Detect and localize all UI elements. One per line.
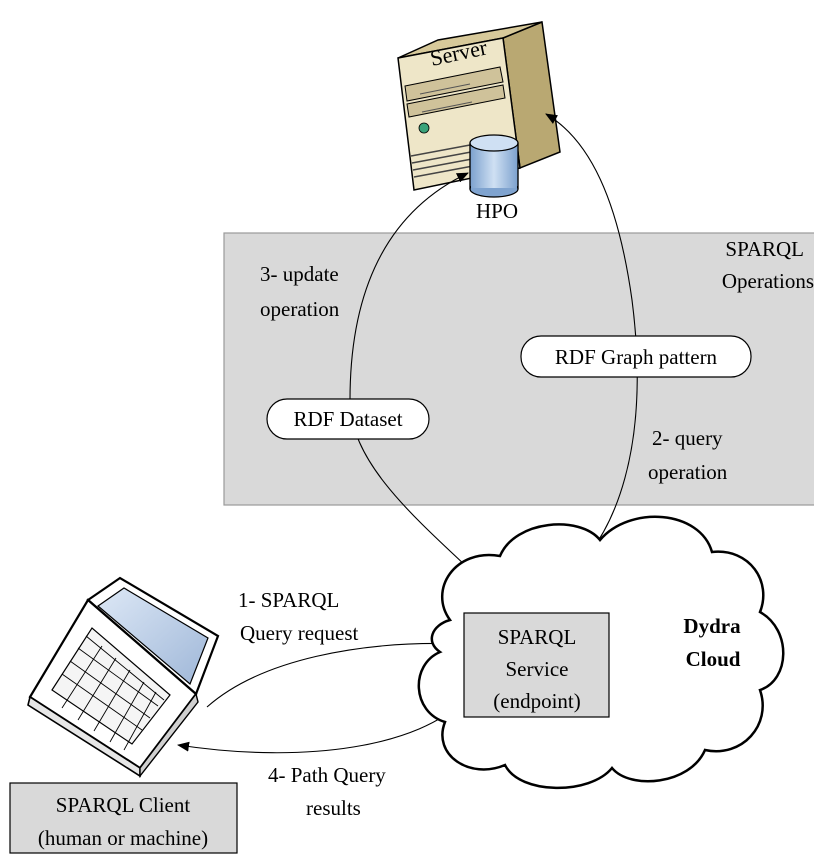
update-step-line2: operation — [260, 297, 340, 321]
results-step-line2: results — [306, 796, 361, 820]
query-step-line1: 2- query — [652, 426, 723, 450]
request-step-line2: Query request — [240, 621, 359, 645]
sparql-client-box: SPARQL Client (human or machine) — [9, 782, 238, 854]
request-step-line1: 1- SPARQL — [238, 588, 339, 612]
cloud-label-line1: Dydra — [683, 614, 741, 638]
panel-title-line2: Operations — [722, 269, 814, 293]
database-icon — [469, 134, 519, 198]
rdf-dataset-pill: RDF Dataset — [266, 398, 430, 440]
client-label-line1: SPARQL Client — [56, 793, 191, 817]
query-step-line2: operation — [648, 460, 728, 484]
query-operation-arrow — [545, 113, 638, 586]
panel-title-line1: SPARQL — [725, 237, 804, 261]
service-label-line1: SPARQL — [498, 625, 577, 649]
rdf-dataset-label: RDF Dataset — [293, 407, 402, 431]
client-label-line2: (human or machine) — [38, 826, 208, 850]
service-label-line3: (endpoint) — [493, 689, 580, 713]
rdf-graph-pattern-label: RDF Graph pattern — [555, 345, 718, 369]
sparql-service-box: SPARQL Service (endpoint) — [463, 612, 610, 718]
rdf-graph-pattern-pill: RDF Graph pattern — [520, 335, 752, 378]
query-request-arrow — [206, 638, 464, 708]
results-step-line1: 4- Path Query — [268, 763, 386, 787]
laptop-icon — [27, 576, 220, 779]
cloud-label-line2: Cloud — [686, 647, 741, 671]
db-label: HPO — [476, 199, 518, 223]
query-results-arrow — [177, 699, 465, 754]
update-step-line1: 3- update — [260, 262, 339, 286]
service-label-line2: Service — [506, 657, 569, 681]
